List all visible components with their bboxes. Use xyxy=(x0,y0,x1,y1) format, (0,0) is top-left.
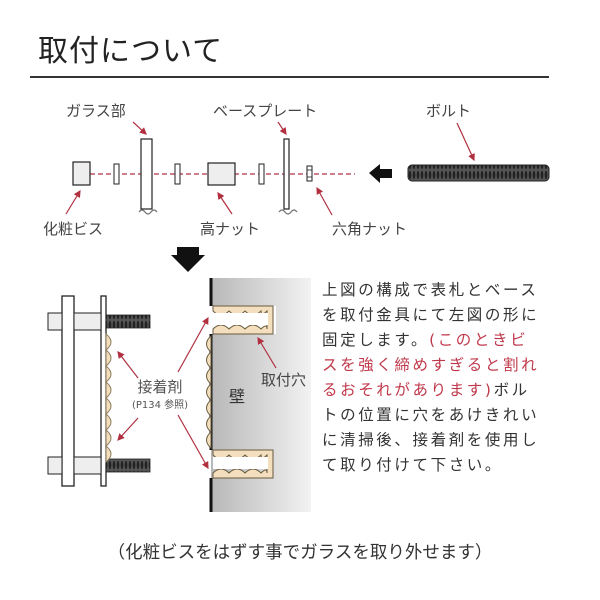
tall-nut-part xyxy=(207,162,236,186)
label-decorative-screw: 化粧ビス xyxy=(43,220,104,238)
label-base-plate: ベースプレート xyxy=(213,102,318,120)
installation-description: 上図の構成で表札とベースを取付金具にて左図の形に固定します。(このときビスを強く… xyxy=(322,278,544,478)
label-adhesive: 接着剤 xyxy=(137,378,183,396)
description-text-continued: ボルトの位置に穴をあけきれいに清掃後、接着剤を使用して取り付けて下さい。 xyxy=(322,381,540,474)
arrow-left-icon xyxy=(369,164,392,183)
assembly-view xyxy=(47,278,311,512)
description-warning: (このときビスを強く締めすぎると割れるおそれがあります) xyxy=(322,331,540,399)
decorative-screw-part xyxy=(72,161,91,186)
base-plate-part xyxy=(283,138,290,210)
title-underline xyxy=(30,76,549,78)
label-glass: ガラス部 xyxy=(66,102,126,120)
description-text: 上図の構成で表札とベースを取付金具にて左図の形に固定します。 xyxy=(322,281,540,349)
label-adhesive-reference: (P134 参照) xyxy=(131,400,189,411)
label-wall: 壁 xyxy=(229,387,246,406)
bolt-part xyxy=(407,164,550,182)
glass-part xyxy=(140,138,153,210)
label-tall-nut: 高ナット xyxy=(200,220,261,238)
label-bolt: ボルト xyxy=(426,102,472,120)
label-mount-hole: 取付穴 xyxy=(261,371,307,389)
arrow-down-icon xyxy=(171,247,205,272)
page-title: 取付について xyxy=(38,34,224,69)
label-hex-nut: 六角ナット xyxy=(332,220,408,238)
exploded-view xyxy=(65,121,550,216)
footer-note: （化粧ビスをはずす事でガラスを取り外せます） xyxy=(107,543,493,563)
